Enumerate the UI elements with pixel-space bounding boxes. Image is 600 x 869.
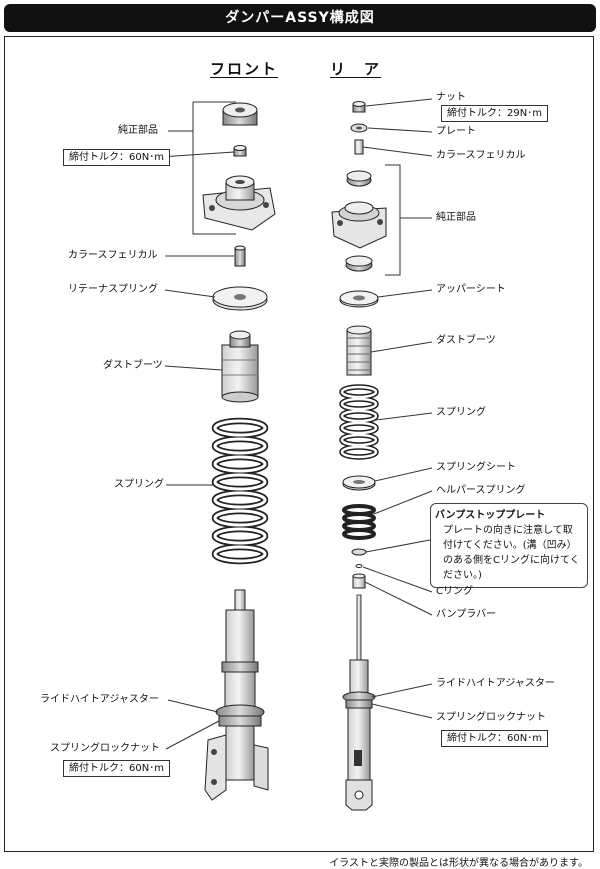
rear-nut bbox=[352, 101, 366, 113]
rear-bump-stop-plate-label: バンプストッププレート bbox=[435, 510, 546, 521]
rear-damper-body bbox=[342, 594, 376, 811]
disclaimer-footer: イラストと実際の製品とは形状が異なる場合があります。 bbox=[329, 858, 588, 869]
rear-plate-label: プレート bbox=[436, 126, 476, 137]
front-retainer bbox=[212, 286, 268, 311]
rear-bump-rubber bbox=[352, 573, 366, 589]
rear-collar bbox=[354, 139, 364, 155]
rear-c-ring bbox=[355, 564, 363, 568]
front-upper-mount-rubber bbox=[222, 102, 258, 126]
front-heading: フロント bbox=[210, 60, 279, 78]
front-lock-nut-label: スプリングロックナット bbox=[50, 743, 160, 754]
front-nut bbox=[233, 145, 247, 157]
front-collar bbox=[234, 245, 246, 267]
front-upper-mount bbox=[202, 175, 276, 231]
rear-bump-rubber-label: バンプラバー bbox=[436, 609, 497, 620]
front-ride-height-label: ライドハイトアジャスター bbox=[40, 694, 159, 705]
rear-upper-seat bbox=[339, 290, 379, 308]
rear-bump-stop-plate bbox=[351, 548, 367, 556]
rear-c-ring-label: Cリング bbox=[436, 586, 473, 597]
front-spring-label: スプリング bbox=[114, 479, 164, 490]
rear-helper-spring bbox=[342, 504, 376, 540]
front-collar-label: カラースフェリカル bbox=[68, 250, 158, 261]
front-dust-boot bbox=[221, 330, 259, 403]
diagram-frame bbox=[4, 36, 594, 852]
rear-heading: リ ア bbox=[330, 60, 382, 78]
rear-spring-seat-label: スプリングシート bbox=[436, 462, 516, 473]
bump-stop-note-text: プレートの向きに注意して取付けてください。(溝（凹み）のある側をCリングに向けて… bbox=[443, 525, 580, 581]
rear-lock-nut-label: スプリングロックナット bbox=[436, 712, 546, 723]
rear-helper-spring-label: ヘルパースプリング bbox=[436, 485, 526, 496]
rear-torque-nut-label: 締付トルク：29N･m bbox=[441, 105, 548, 122]
front-retainer-label: リテーナスプリング bbox=[68, 284, 158, 295]
rear-nut-label: ナット bbox=[436, 92, 466, 103]
rear-dust-boot-label: ダストブーツ bbox=[436, 335, 496, 346]
rear-upper-mount bbox=[331, 170, 387, 272]
rear-dust-boot bbox=[346, 325, 372, 376]
front-torque-bottom-label: 締付トルク：60N･m bbox=[63, 760, 170, 777]
front-torque-top-label: 締付トルク：60N･m bbox=[63, 149, 170, 166]
rear-ride-height-label: ライドハイトアジャスター bbox=[436, 678, 555, 689]
diagram-title: ダンパーASSY構成図 bbox=[4, 4, 596, 32]
rear-genuine-label: 純正部品 bbox=[436, 212, 476, 223]
front-genuine-label: 純正部品 bbox=[118, 125, 158, 136]
rear-upper-seat-label: アッパーシート bbox=[436, 284, 506, 295]
rear-torque-bottom-label: 締付トルク：60N･m bbox=[441, 730, 548, 747]
rear-spring-label: スプリング bbox=[436, 407, 486, 418]
rear-collar-label: カラースフェリカル bbox=[436, 150, 526, 161]
rear-plate bbox=[350, 123, 368, 133]
front-damper-body bbox=[204, 589, 269, 801]
bump-stop-note: バンプストッププレート プレートの向きに注意して取付けてください。(溝（凹み）の… bbox=[430, 503, 588, 588]
front-dust-boot-label: ダストブーツ bbox=[103, 360, 163, 371]
rear-spring-seat bbox=[342, 475, 376, 491]
